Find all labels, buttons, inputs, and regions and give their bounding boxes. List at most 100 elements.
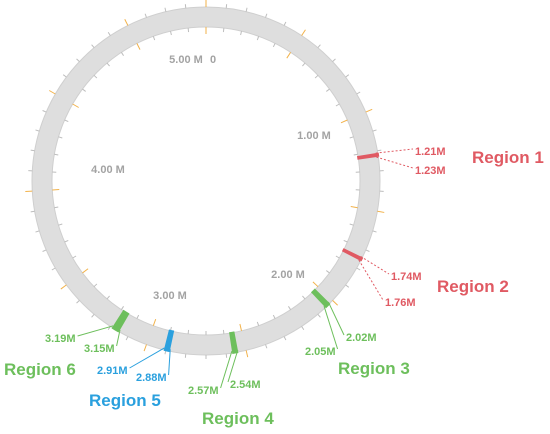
- minor-tick-outer: [356, 267, 361, 271]
- minor-tick-outer: [76, 58, 80, 62]
- minor-tick-outer: [301, 326, 305, 330]
- region-1-end-leader: [376, 156, 414, 169]
- region-5-start-label: 2.88M: [136, 372, 167, 384]
- genome-ring-band: [32, 7, 380, 355]
- minor-tick-inner: [353, 153, 358, 156]
- scale-label-0: 0: [210, 54, 216, 66]
- minor-tick-outer: [283, 21, 287, 26]
- region-3-band: [310, 288, 331, 309]
- minor-tick-inner: [302, 295, 306, 300]
- minor-tick-outer: [35, 129, 40, 132]
- major-tick-inner: [286, 52, 292, 59]
- region-3-start-leader: [327, 301, 345, 336]
- minor-tick-outer: [42, 110, 47, 113]
- region-6-start-label: 3.15M: [84, 343, 115, 355]
- region-6-end-label: 3.19M: [45, 333, 76, 345]
- minor-tick-outer: [76, 300, 80, 304]
- region-2: 1.74M 1.76M Region 2: [385, 271, 509, 309]
- genome-ring-inner-edge: [51, 26, 361, 336]
- minor-tick-outer: [245, 7, 248, 12]
- minor-tick-inner: [120, 52, 124, 56]
- minor-tick-inner: [106, 62, 110, 67]
- minor-tick-outer: [164, 7, 167, 12]
- major-tick-inner: [340, 119, 348, 124]
- region-2-label: Region 2: [437, 277, 509, 296]
- region-6-end-leader: [77, 325, 114, 337]
- minor-tick-outer: [91, 44, 95, 49]
- region-3-end-leader: [323, 305, 339, 350]
- minor-tick-outer: [107, 32, 111, 36]
- minor-tick-inner: [93, 283, 98, 288]
- minor-tick-inner: [136, 314, 140, 319]
- minor-tick-outer: [356, 91, 361, 95]
- minor-tick-outer: [125, 336, 129, 341]
- scale-label-3m: 3.00 M: [153, 290, 187, 302]
- minor-tick-inner: [288, 306, 292, 310]
- minor-tick-inner: [335, 255, 340, 259]
- minor-tick-inner: [54, 153, 59, 156]
- minor-tick-outer: [332, 58, 336, 62]
- major-tick-inner: [136, 43, 141, 50]
- major-tick-outer: [60, 284, 67, 290]
- major-tick-inner: [72, 103, 79, 108]
- minor-tick-inner: [64, 239, 69, 243]
- region-5-end-label: 2.91M: [97, 365, 128, 377]
- major-tick-outer: [143, 344, 147, 352]
- minor-tick-inner: [272, 43, 276, 48]
- minor-tick-outer: [35, 230, 40, 233]
- minor-tick-inner: [326, 270, 330, 274]
- minor-tick-inner: [314, 74, 319, 79]
- major-tick-outer: [365, 108, 373, 113]
- minor-tick-outer: [377, 149, 382, 152]
- scale-label-5m: 5.00 M: [169, 54, 203, 66]
- major-tick-outer: [124, 19, 129, 26]
- major-tick-inner: [152, 318, 157, 326]
- scale-labels: 0 1.00 M 2.00 M 3.00 M 4.00 M 5.00 M: [91, 54, 331, 302]
- major-tick-inner: [350, 206, 358, 209]
- minor-tick-outer: [365, 249, 370, 252]
- region-3-start-label: 2.02M: [346, 332, 377, 344]
- region-4-end-label: 2.57M: [188, 385, 219, 397]
- region-2-end-leader: [358, 259, 384, 301]
- major-tick-outer: [48, 90, 56, 95]
- minor-tick-outer: [265, 13, 268, 18]
- minor-tick-inner: [58, 136, 63, 139]
- region-1-start-leader: [375, 148, 414, 154]
- minor-tick-outer: [42, 249, 47, 252]
- region-1-label: Region 1: [472, 148, 544, 167]
- minor-tick-outer: [30, 210, 35, 213]
- scale-label-4m: 4.00 M: [91, 164, 125, 176]
- major-tick-outer: [301, 29, 306, 36]
- minor-tick-outer: [91, 313, 95, 318]
- region-6-label: Region 6: [4, 360, 76, 379]
- minor-tick-inner: [58, 223, 63, 226]
- minor-tick-outer: [265, 344, 268, 349]
- minor-tick-inner: [64, 119, 69, 123]
- region-2-end-label: 1.76M: [385, 297, 416, 309]
- major-tick-inner: [312, 281, 319, 288]
- region-4-band: [229, 331, 239, 355]
- minor-tick-outer: [345, 74, 350, 78]
- region-leader-lines: [77, 148, 414, 389]
- major-tick-outer: [245, 350, 249, 358]
- region-5-start-leader: [168, 349, 171, 376]
- region-1: 1.21M 1.23M Region 1: [415, 146, 544, 177]
- region-5-band: [163, 329, 175, 353]
- minor-tick-inner: [82, 88, 86, 92]
- minor-tick-inner: [72, 255, 77, 259]
- major-tick-inner: [239, 323, 243, 331]
- region-6: 3.15M 3.19M Region 6: [4, 333, 115, 379]
- region-3-label: Region 3: [338, 359, 410, 378]
- minor-tick-inner: [349, 223, 354, 226]
- region-6-band: [111, 309, 130, 333]
- scale-label-2m: 2.00 M: [271, 269, 305, 281]
- minor-tick-outer: [372, 129, 377, 132]
- region-1-band: [356, 152, 380, 160]
- minor-tick-inner: [335, 103, 340, 107]
- minor-tick-inner: [240, 31, 243, 36]
- minor-tick-inner: [106, 295, 110, 300]
- minor-tick-inner: [54, 206, 59, 209]
- minor-tick-inner: [326, 88, 330, 92]
- minor-tick-inner: [169, 31, 172, 36]
- region-2-start-leader: [360, 255, 390, 275]
